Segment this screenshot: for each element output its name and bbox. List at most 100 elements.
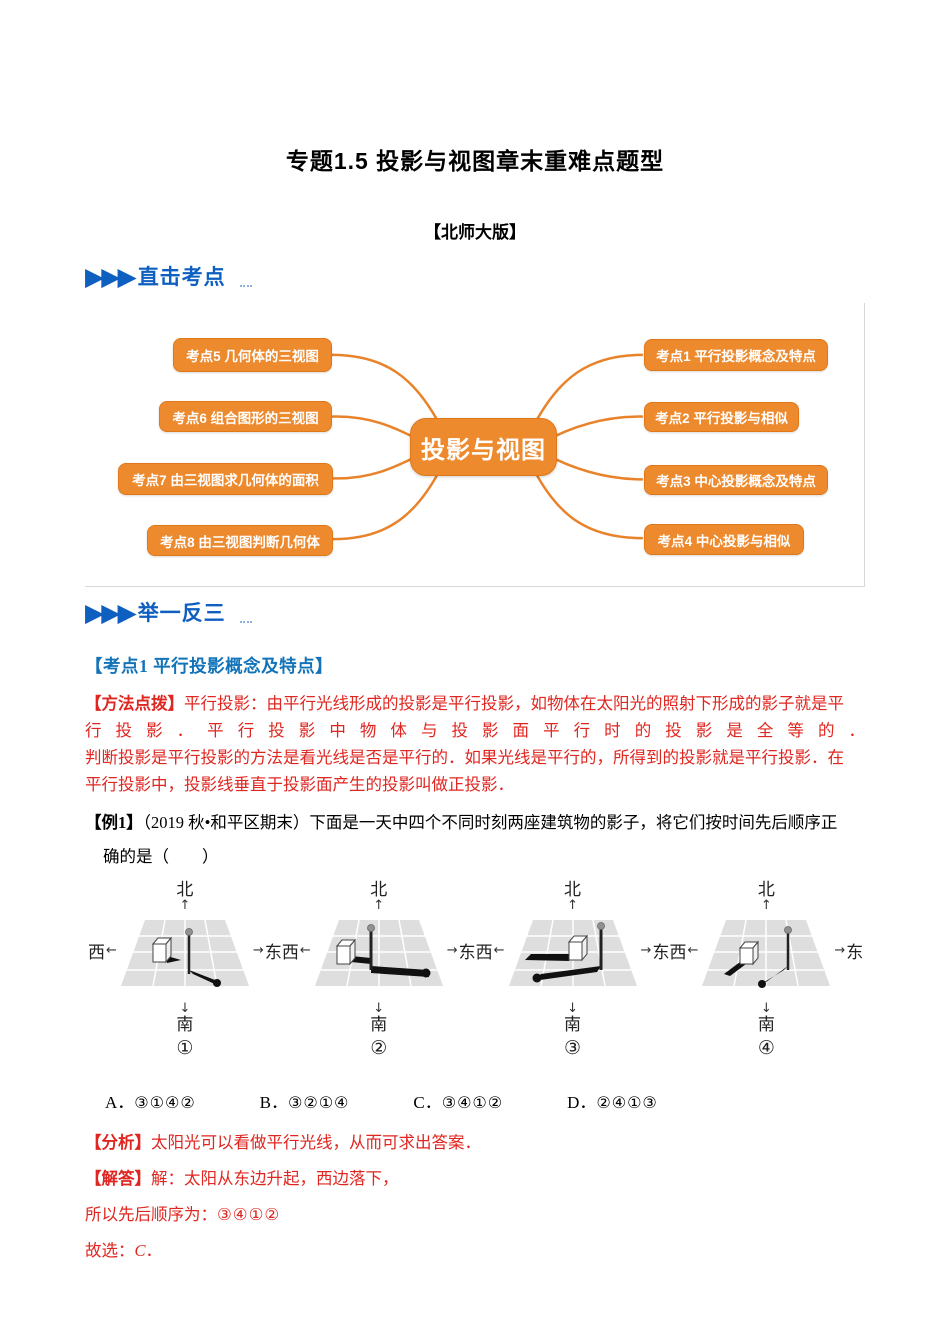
method-line: 【方法点拨】平行投影：由平行光线形成的投影是平行投影，如物体在太阳光的照射下形成…: [85, 690, 865, 717]
choice-D: D．②④①③: [567, 1088, 658, 1113]
choice-label: B．: [259, 1093, 288, 1112]
east-west-label: →东西←: [640, 938, 700, 963]
choice-label: A．: [105, 1093, 135, 1112]
mindmap-center-node: 投影与视图: [410, 418, 557, 476]
south-label: 南: [757, 1015, 775, 1034]
west-char: 西: [281, 942, 299, 962]
left-arrow-icon: ←: [493, 942, 505, 958]
section-header-exam-points: ▶▶▶ 直击考点: [85, 261, 865, 291]
conclusion-answer: C: [134, 1241, 146, 1260]
mindmap-node-kaodian8: 考点8 由三视图判断几何体: [147, 525, 333, 556]
example-line: 确的是（ ）: [103, 847, 219, 866]
answer-text: 解：太阳从东边升起，西边落下，: [151, 1169, 399, 1188]
method-line: 行投影．平行投影中物体与投影面平行时的投影是全等的．: [85, 721, 865, 740]
analysis-tag: 【分析】: [85, 1133, 151, 1152]
right-arrow-icon: →: [252, 942, 264, 958]
method-text: 平行投影：由平行光线形成的投影是平行投影，如物体在太阳光的照射下形成的影子就是平: [184, 694, 844, 713]
shadow-diagram-4: [702, 919, 831, 988]
conclusion-line: 故选：C．: [85, 1233, 865, 1269]
conclusion-suffix: ．: [145, 1241, 163, 1260]
order-line: 所以先后顺序为：③④①②: [85, 1197, 865, 1233]
south-label: 南: [564, 1015, 582, 1034]
mindmap-node-kaodian3: 考点3 中心投影概念及特点: [644, 465, 828, 495]
shadow-panel-4: 北 ↑ ↓ 南 ④: [700, 880, 832, 1060]
choice-value: ③④①②: [441, 1093, 504, 1112]
south-label: 南: [370, 1015, 388, 1034]
order-prefix: 所以先后顺序为：: [85, 1205, 217, 1224]
section-title: 举一反三: [137, 601, 226, 625]
panel-number-2: ②: [370, 1037, 388, 1059]
panel-number-4: ④: [757, 1037, 775, 1059]
shadow-diagram-1: [120, 919, 249, 987]
mindmap-node-kaodian5: 考点5 几何体的三视图: [173, 338, 332, 372]
left-arrow-icon: ←: [106, 942, 117, 958]
left-arrow-icon: ←: [687, 942, 699, 958]
solution-block: 【分析】太阳光可以看做平行光线，从而可求出答案． 【解答】解：太阳从东边升起，西…: [85, 1125, 865, 1269]
choice-value: ③②①④: [288, 1093, 350, 1112]
shadow-panel-3: 北 ↑ ↓ 南 ③: [507, 880, 639, 1060]
panel-number-3: ③: [564, 1037, 582, 1059]
order-value: ③④①②: [217, 1205, 281, 1224]
right-arrow-icon: →: [446, 942, 458, 958]
east-west-label: →东西←: [446, 938, 506, 963]
down-arrow-icon: ↓: [373, 1001, 385, 1016]
exam-point-heading: 【考点1 平行投影概念及特点】: [85, 656, 334, 676]
east-char: 东: [652, 942, 670, 962]
up-arrow-icon: ↑: [179, 898, 191, 913]
down-arrow-icon: ↓: [760, 1001, 772, 1016]
analysis-text: 太阳光可以看做平行光线，从而可求出答案．: [151, 1133, 481, 1152]
mindmap-node-kaodian4: 考点4 中心投影与相似: [644, 524, 804, 555]
mindmap-figure: 考点5 几何体的三视图 考点6 组合图形的三视图 考点7 由三视图求几何体的面积…: [85, 303, 865, 587]
shadow-figure-row: 西← 北 ↑ ↓ 南 ① →: [87, 880, 865, 1060]
west-label: 西←: [88, 938, 118, 963]
conclusion-prefix: 故选：: [85, 1241, 135, 1260]
choice-label: D．: [567, 1093, 597, 1112]
west-char: 西: [475, 942, 493, 962]
mindmap-node-kaodian7: 考点7 由三视图求几何体的面积: [118, 463, 333, 495]
choice-C: C．③④①②: [413, 1088, 503, 1113]
down-arrow-icon: ↓: [567, 1001, 578, 1016]
method-tag: 【方法点拨】: [85, 694, 184, 713]
section-title: 直击考点: [137, 265, 226, 289]
choice-B: B．③②①④: [260, 1088, 350, 1113]
example-text: （2019 秋•和平区期末）下面是一天中四个不同时刻两座建筑物的影子，将它们按时…: [142, 813, 838, 832]
east-west-label: →东西←: [252, 938, 312, 963]
up-arrow-icon: ↑: [373, 898, 385, 913]
choice-label: C．: [413, 1093, 442, 1112]
south-label: 南: [176, 1015, 194, 1034]
east-char: 东: [264, 942, 282, 962]
choice-value: ②④①③: [596, 1093, 658, 1112]
triple-arrow-icon: ▶▶▶: [85, 597, 137, 627]
page-title: 专题1.5 投影与视图章末重难点题型: [285, 148, 665, 174]
example-tag: 【例1】: [85, 813, 143, 832]
up-arrow-icon: ↑: [760, 898, 772, 913]
north-label: 北: [176, 880, 194, 899]
answer-line: 【解答】解：太阳从东边升起，西边落下，: [85, 1161, 865, 1197]
choice-value: ③①④②: [134, 1093, 196, 1112]
mindmap-node-kaodian1: 考点1 平行投影概念及特点: [644, 339, 828, 371]
shadow-diagram-2: [314, 919, 443, 987]
answer-choices: A．③①④② B．③②①④ C．③④①② D．②④①③: [105, 1088, 865, 1113]
west-char: 西: [669, 942, 687, 962]
decorative-mark: [239, 620, 252, 623]
north-label: 北: [564, 880, 582, 899]
down-arrow-icon: ↓: [179, 1001, 191, 1016]
right-arrow-icon: →: [640, 942, 652, 958]
mindmap-node-kaodian6: 考点6 组合图形的三视图: [159, 401, 332, 432]
answer-tag: 【解答】: [85, 1169, 151, 1188]
up-arrow-icon: ↑: [567, 898, 578, 913]
east-label: →东: [833, 938, 863, 963]
analysis-line: 【分析】太阳光可以看做平行光线，从而可求出答案．: [85, 1125, 865, 1161]
east-char: 东: [458, 942, 476, 962]
right-arrow-icon: →: [834, 942, 846, 958]
method-line: 平行投影中，投影线垂直于投影面产生的投影叫做正投影．: [85, 775, 514, 794]
method-note: 【方法点拨】平行投影：由平行光线形成的投影是平行投影，如物体在太阳光的照射下形成…: [85, 690, 865, 798]
example-problem: 【例1】（2019 秋•和平区期末）下面是一天中四个不同时刻两座建筑物的影子，将…: [85, 806, 865, 874]
shadow-panel-2: 北 ↑ ↓ 南 ②: [313, 880, 445, 1060]
north-label: 北: [370, 880, 388, 899]
decorative-mark: [239, 284, 252, 287]
edition-label: 【北师大版】: [424, 223, 526, 242]
mindmap-node-kaodian2: 考点2 平行投影与相似: [644, 402, 799, 432]
method-line: 判断投影是平行投影的方法是看光线是否是平行的．如果光线是平行的，所得到的投影就是…: [85, 748, 844, 767]
